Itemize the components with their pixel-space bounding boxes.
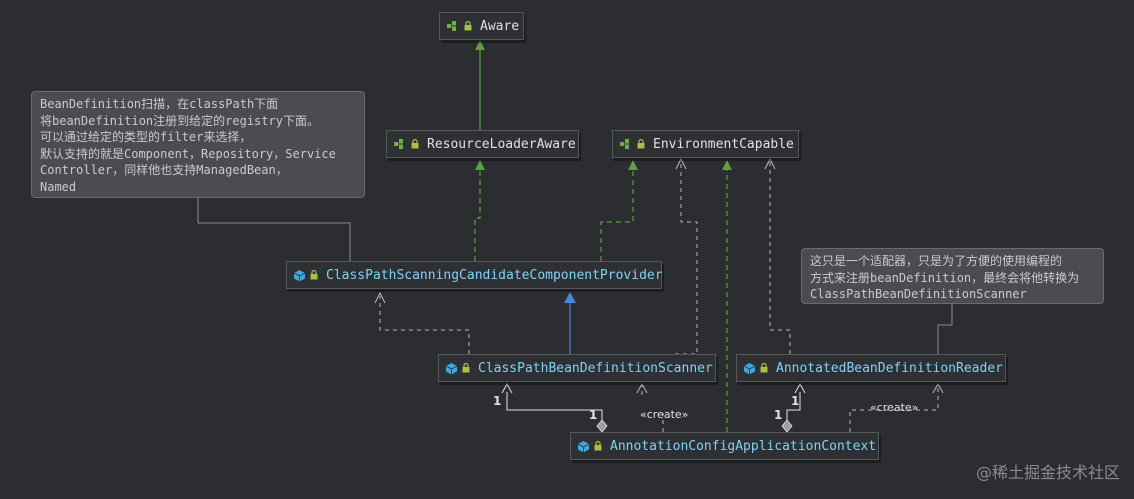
node-context-label: AnnotationConfigApplicationContext xyxy=(610,438,877,454)
node-classpath-scanning-provider[interactable]: ClassPathScanningCandidateComponentProvi… xyxy=(286,261,663,289)
lock-icon xyxy=(760,363,768,373)
edge-scanner-dep-provider xyxy=(374,291,470,354)
note-reader-connector-2 xyxy=(937,324,952,354)
class-icon xyxy=(577,440,590,453)
node-resource-loader-aware[interactable]: ResourceLoaderAware xyxy=(386,130,579,158)
lock-icon xyxy=(411,139,419,149)
edge-context-aggregates-reader xyxy=(781,382,806,433)
node-environment-capable-label: EnvironmentCapable xyxy=(653,136,794,152)
node-provider-label: ClassPathScanningCandidateComponentProvi… xyxy=(326,267,663,283)
interface-icon xyxy=(619,138,633,150)
lock-icon xyxy=(310,270,318,280)
multiplicity-reader-end: 1 xyxy=(791,394,800,408)
edge-context-create-reader xyxy=(849,382,944,432)
edge-scanner-extends-provider xyxy=(564,292,576,354)
node-resource-loader-aware-label: ResourceLoaderAware xyxy=(427,136,576,152)
create-label-reader: «create» xyxy=(870,401,919,414)
node-annotation-config-application-context[interactable]: AnnotationConfigApplicationContext xyxy=(570,432,879,460)
node-reader-label: AnnotatedBeanDefinitionReader xyxy=(776,360,1003,376)
edge-rla-extends-aware xyxy=(475,40,485,130)
node-annotated-bean-definition-reader[interactable]: AnnotatedBeanDefinitionReader xyxy=(736,354,1006,382)
edge-reader-dep-env xyxy=(764,157,791,354)
lock-icon xyxy=(594,441,602,451)
edge-scanner-dep-env xyxy=(675,157,698,355)
multiplicity-scanner-end: 1 xyxy=(493,394,502,408)
interface-icon xyxy=(393,138,407,150)
edge-context-implements-env xyxy=(722,160,732,432)
edge-context-create-scanner xyxy=(636,382,664,432)
edge-provider-implements-rla xyxy=(474,160,485,261)
interface-icon xyxy=(446,20,460,32)
class-icon xyxy=(293,269,306,282)
node-aware[interactable]: Aware xyxy=(439,12,524,40)
note-scanner-connector-2 xyxy=(198,222,351,261)
create-label-scanner: «create» xyxy=(640,408,689,421)
lock-icon xyxy=(637,139,645,149)
edge-context-aggregates-scanner xyxy=(501,382,608,433)
watermark: @稀土掘金技术社区 xyxy=(975,463,1120,482)
node-scanner-label: ClassPathBeanDefinitionScanner xyxy=(478,360,713,376)
multiplicity-context-reader-end: 1 xyxy=(774,408,783,422)
note-reader-description[interactable]: 这只是一个适配器，只是为了方便的使用编程的 方式来注册beanDefinitio… xyxy=(801,248,1104,304)
edge-provider-implements-env xyxy=(600,160,638,261)
node-environment-capable[interactable]: EnvironmentCapable xyxy=(612,130,799,158)
lock-icon xyxy=(464,21,472,31)
node-classpath-bean-definition-scanner[interactable]: ClassPathBeanDefinitionScanner xyxy=(438,354,716,382)
note-scanner-description[interactable]: BeanDefinition扫描，在classPath下面 将beanDefin… xyxy=(31,91,365,198)
node-aware-label: Aware xyxy=(480,18,520,34)
class-icon xyxy=(743,362,756,375)
lock-icon xyxy=(462,363,470,373)
class-icon xyxy=(445,362,458,375)
multiplicity-context-scanner-end: 1 xyxy=(589,408,598,422)
